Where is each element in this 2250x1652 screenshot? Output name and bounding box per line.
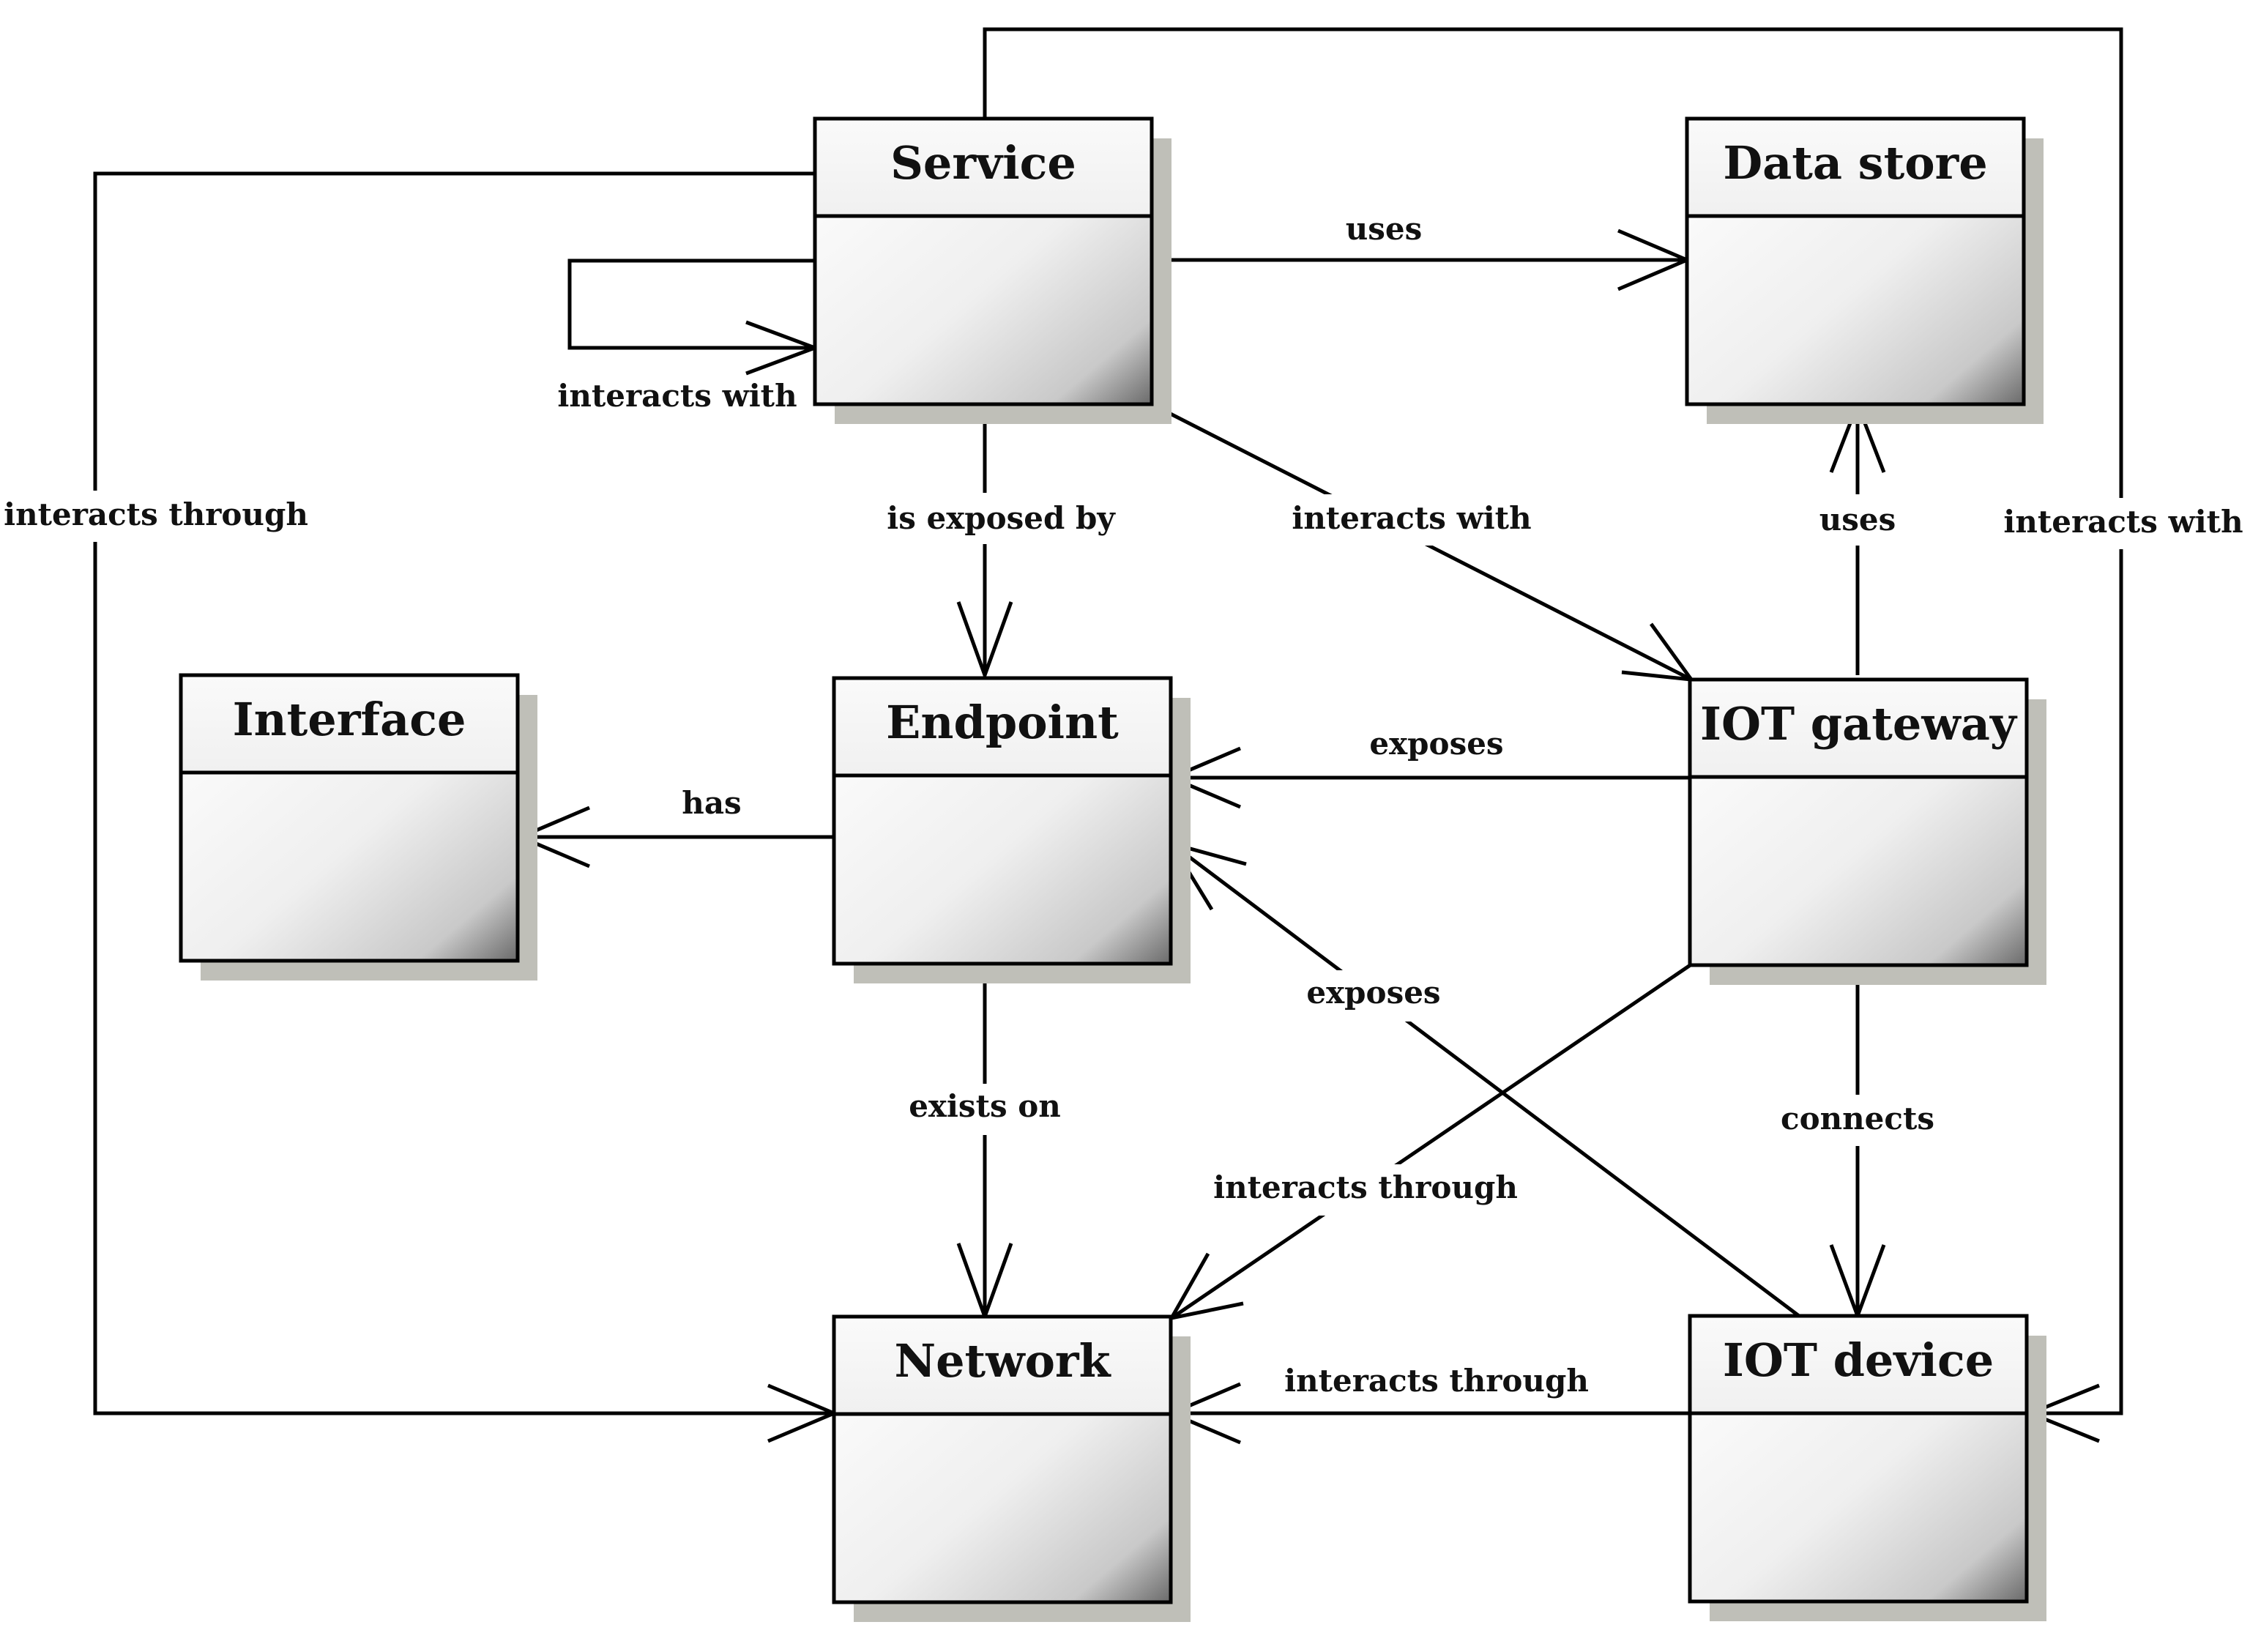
label-service-uses-data-store: uses — [1346, 211, 1423, 247]
label-endpoint-has-interface: has — [682, 785, 741, 821]
class-service-title: Service — [890, 136, 1076, 190]
edge-labels: uses interacts with interacts through is… — [4, 211, 2243, 1399]
class-data-store-title: Data store — [1723, 136, 1987, 190]
label-endpoint-exists-on-network: exists on — [909, 1088, 1061, 1124]
class-iot-gateway-title: IOT gateway — [1700, 697, 2018, 751]
edge-endpoint-has-interface — [515, 805, 834, 868]
class-network[interactable]: Network — [832, 1314, 1191, 1622]
label-service-self-interacts: interacts with — [557, 378, 797, 414]
label-gateway-exposes-endpoint: exposes — [1369, 726, 1503, 762]
class-endpoint-title: Endpoint — [886, 696, 1119, 749]
label-device-exposes-endpoint: exposes — [1306, 975, 1440, 1011]
label-service-interacts-with-device: interacts with — [2003, 504, 2243, 540]
label-gateway-uses-data-store: uses — [1819, 502, 1896, 537]
label-gateway-connects-device: connects — [1781, 1101, 1934, 1136]
class-data-store[interactable]: Data store — [1685, 116, 2044, 424]
edge-service-self-interacts — [567, 258, 821, 376]
label-service-interacts-through-network: interacts through — [4, 496, 308, 532]
edge-endpoint-exists-on-network — [956, 961, 1013, 1322]
label-gateway-interacts-through-network: interacts through — [1213, 1169, 1518, 1205]
class-interface[interactable]: Interface — [179, 673, 537, 981]
label-service-interacts-with-gateway: interacts with — [1292, 500, 1531, 536]
class-service[interactable]: Service — [813, 116, 1171, 424]
label-device-interacts-through-network: interacts through — [1284, 1363, 1589, 1399]
class-iot-gateway[interactable]: IOT gateway — [1688, 677, 2046, 985]
class-network-title: Network — [894, 1334, 1111, 1388]
class-endpoint[interactable]: Endpoint — [832, 676, 1191, 983]
label-service-exposed-by-endpoint: is exposed by — [887, 500, 1116, 536]
class-iot-device[interactable]: IOT device — [1688, 1314, 2046, 1621]
class-iot-device-title: IOT device — [1723, 1333, 1994, 1387]
class-interface-title: Interface — [233, 693, 466, 746]
